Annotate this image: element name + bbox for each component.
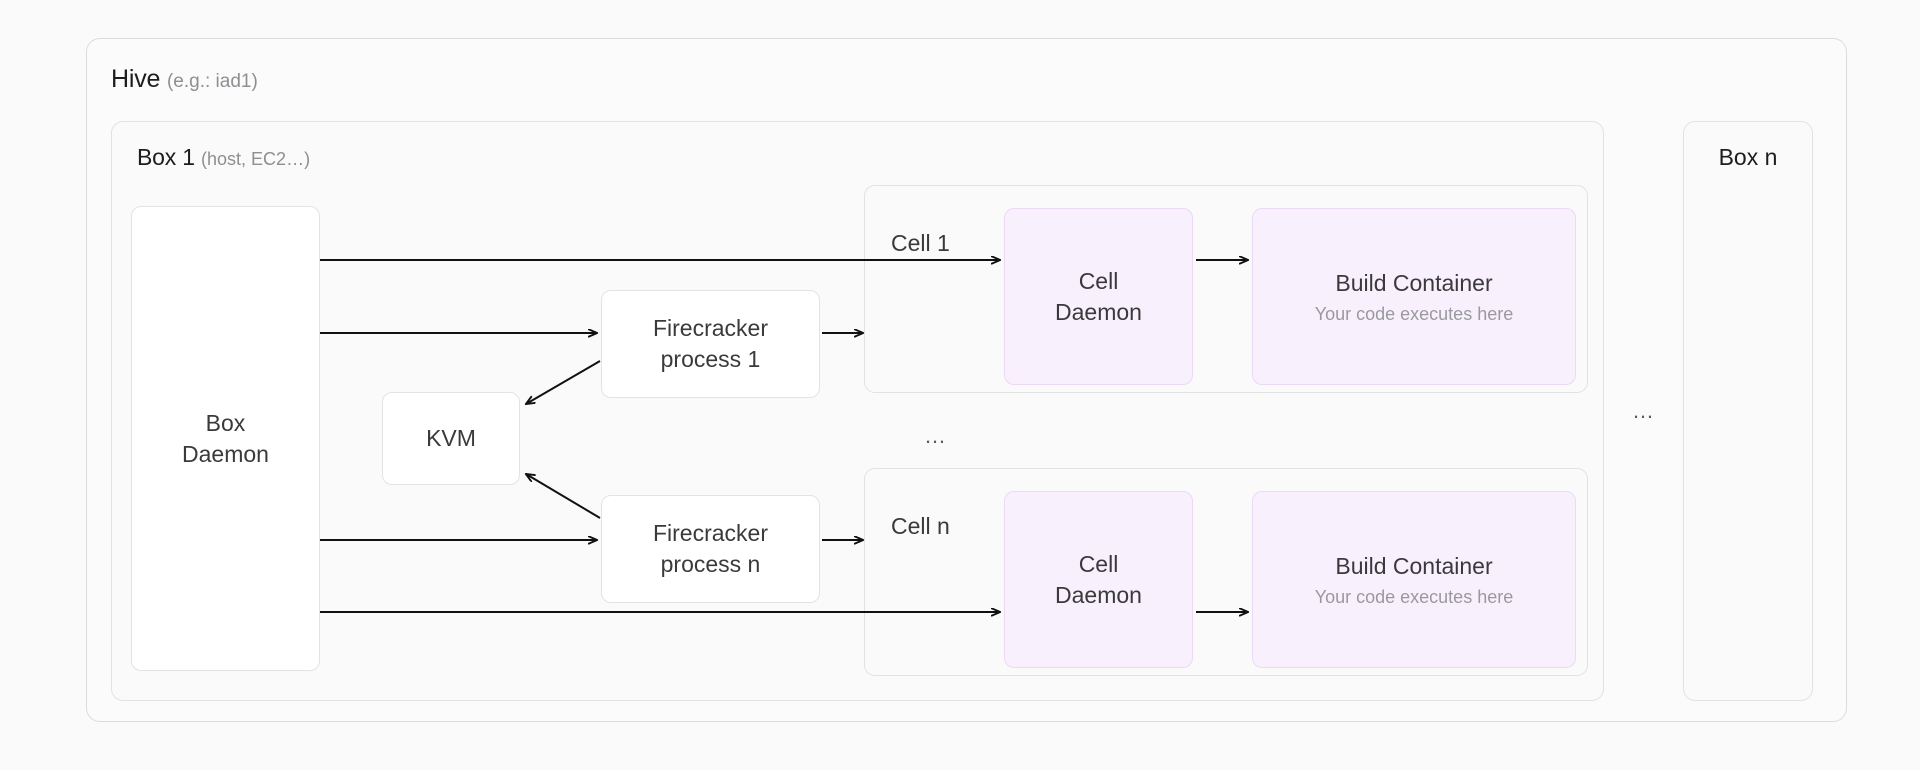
- box-daemon-label: Box Daemon: [182, 409, 269, 467]
- cell-1-build-container-node[interactable]: Build Container Your code executes here: [1252, 208, 1576, 385]
- cell-1-container: Cell 1 Cell Daemon Build Container Your …: [864, 185, 1588, 393]
- firecracker-process-n-label: Firecracker process n: [652, 519, 768, 577]
- cell-1-cell-daemon-label: Cell Daemon: [1055, 267, 1142, 325]
- boxes-ellipsis-icon: …: [1632, 398, 1655, 423]
- box-1-subtitle-text: (host, EC2…): [201, 149, 311, 169]
- cell-n-build-container-subtitle: Your code executes here: [1314, 586, 1514, 607]
- box-daemon-node[interactable]: Box Daemon: [131, 206, 320, 671]
- kvm-label: KVM: [426, 425, 476, 451]
- cell-n-build-container-node[interactable]: Build Container Your code executes here: [1252, 491, 1576, 668]
- cell-n-cell-daemon-label: Cell Daemon: [1055, 550, 1142, 608]
- hive-title-text: Hive: [111, 65, 161, 93]
- cells-ellipsis-icon: …: [924, 423, 947, 448]
- hive-title: Hive (e.g.: iad1): [111, 65, 258, 94]
- kvm-node[interactable]: KVM: [382, 392, 520, 485]
- firecracker-process-1-label: Firecracker process 1: [652, 314, 768, 372]
- cell-1-build-container-title: Build Container: [1335, 270, 1493, 297]
- box-1-title-text: Box 1: [137, 144, 195, 170]
- box-n-title: Box n: [1718, 144, 1778, 170]
- cell-n-cell-daemon-node[interactable]: Cell Daemon: [1004, 491, 1193, 668]
- cell-1-build-container-subtitle: Your code executes here: [1314, 303, 1514, 324]
- cell-n-build-container-title: Build Container: [1335, 553, 1493, 580]
- cell-1-label: Cell 1: [891, 230, 950, 256]
- cell-1-cell-daemon-node[interactable]: Cell Daemon: [1004, 208, 1193, 385]
- cell-n-container: Cell n Cell Daemon Build Container Your …: [864, 468, 1588, 676]
- box-n-container: Box n: [1683, 121, 1813, 701]
- firecracker-process-1-node[interactable]: Firecracker process 1: [601, 290, 820, 398]
- box-1-title: Box 1 (host, EC2…): [137, 144, 310, 171]
- firecracker-process-n-node[interactable]: Firecracker process n: [601, 495, 820, 603]
- hive-subtitle-text: (e.g.: iad1): [166, 71, 258, 92]
- cell-n-label: Cell n: [891, 513, 950, 539]
